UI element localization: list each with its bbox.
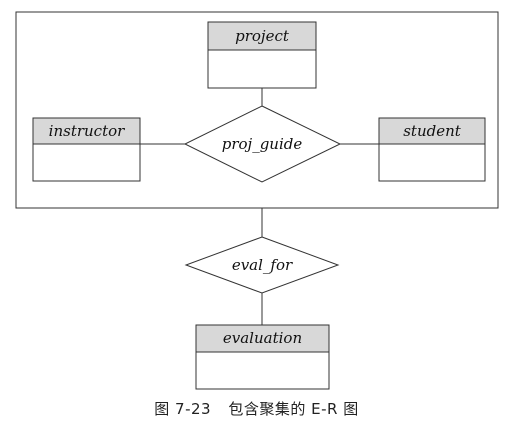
figure-title: 包含聚集的 E-R 图 [228, 400, 359, 418]
entity-instructor-header [32, 117, 141, 145]
relationship-eval-for-label: eval_for [232, 256, 293, 274]
entity-project-label: project [235, 27, 290, 45]
entity-student-label: student [403, 122, 462, 140]
relationship-proj-guide-label: proj_guide [222, 135, 303, 153]
entity-project-header [207, 21, 317, 51]
entity-instructor: instructor [32, 117, 141, 182]
entity-instructor-label: instructor [49, 122, 125, 140]
relationship-eval-for-diamond [184, 236, 340, 294]
entity-evaluation: evaluation [195, 324, 330, 390]
aggregation-box [15, 11, 499, 209]
relationship-eval-for: eval_for [184, 236, 340, 294]
relationship-proj-guide: proj_guide [183, 105, 342, 183]
entity-student: student [378, 117, 486, 182]
entity-project: project [207, 21, 317, 89]
relationship-proj-guide-diamond [183, 105, 342, 183]
entity-student-header [378, 117, 486, 145]
figure-number: 图 7-23 [154, 400, 212, 418]
entity-evaluation-label: evaluation [223, 329, 302, 347]
entity-evaluation-header [195, 324, 330, 353]
figure-caption: 图 7-23 包含聚集的 E-R 图 [0, 398, 513, 419]
